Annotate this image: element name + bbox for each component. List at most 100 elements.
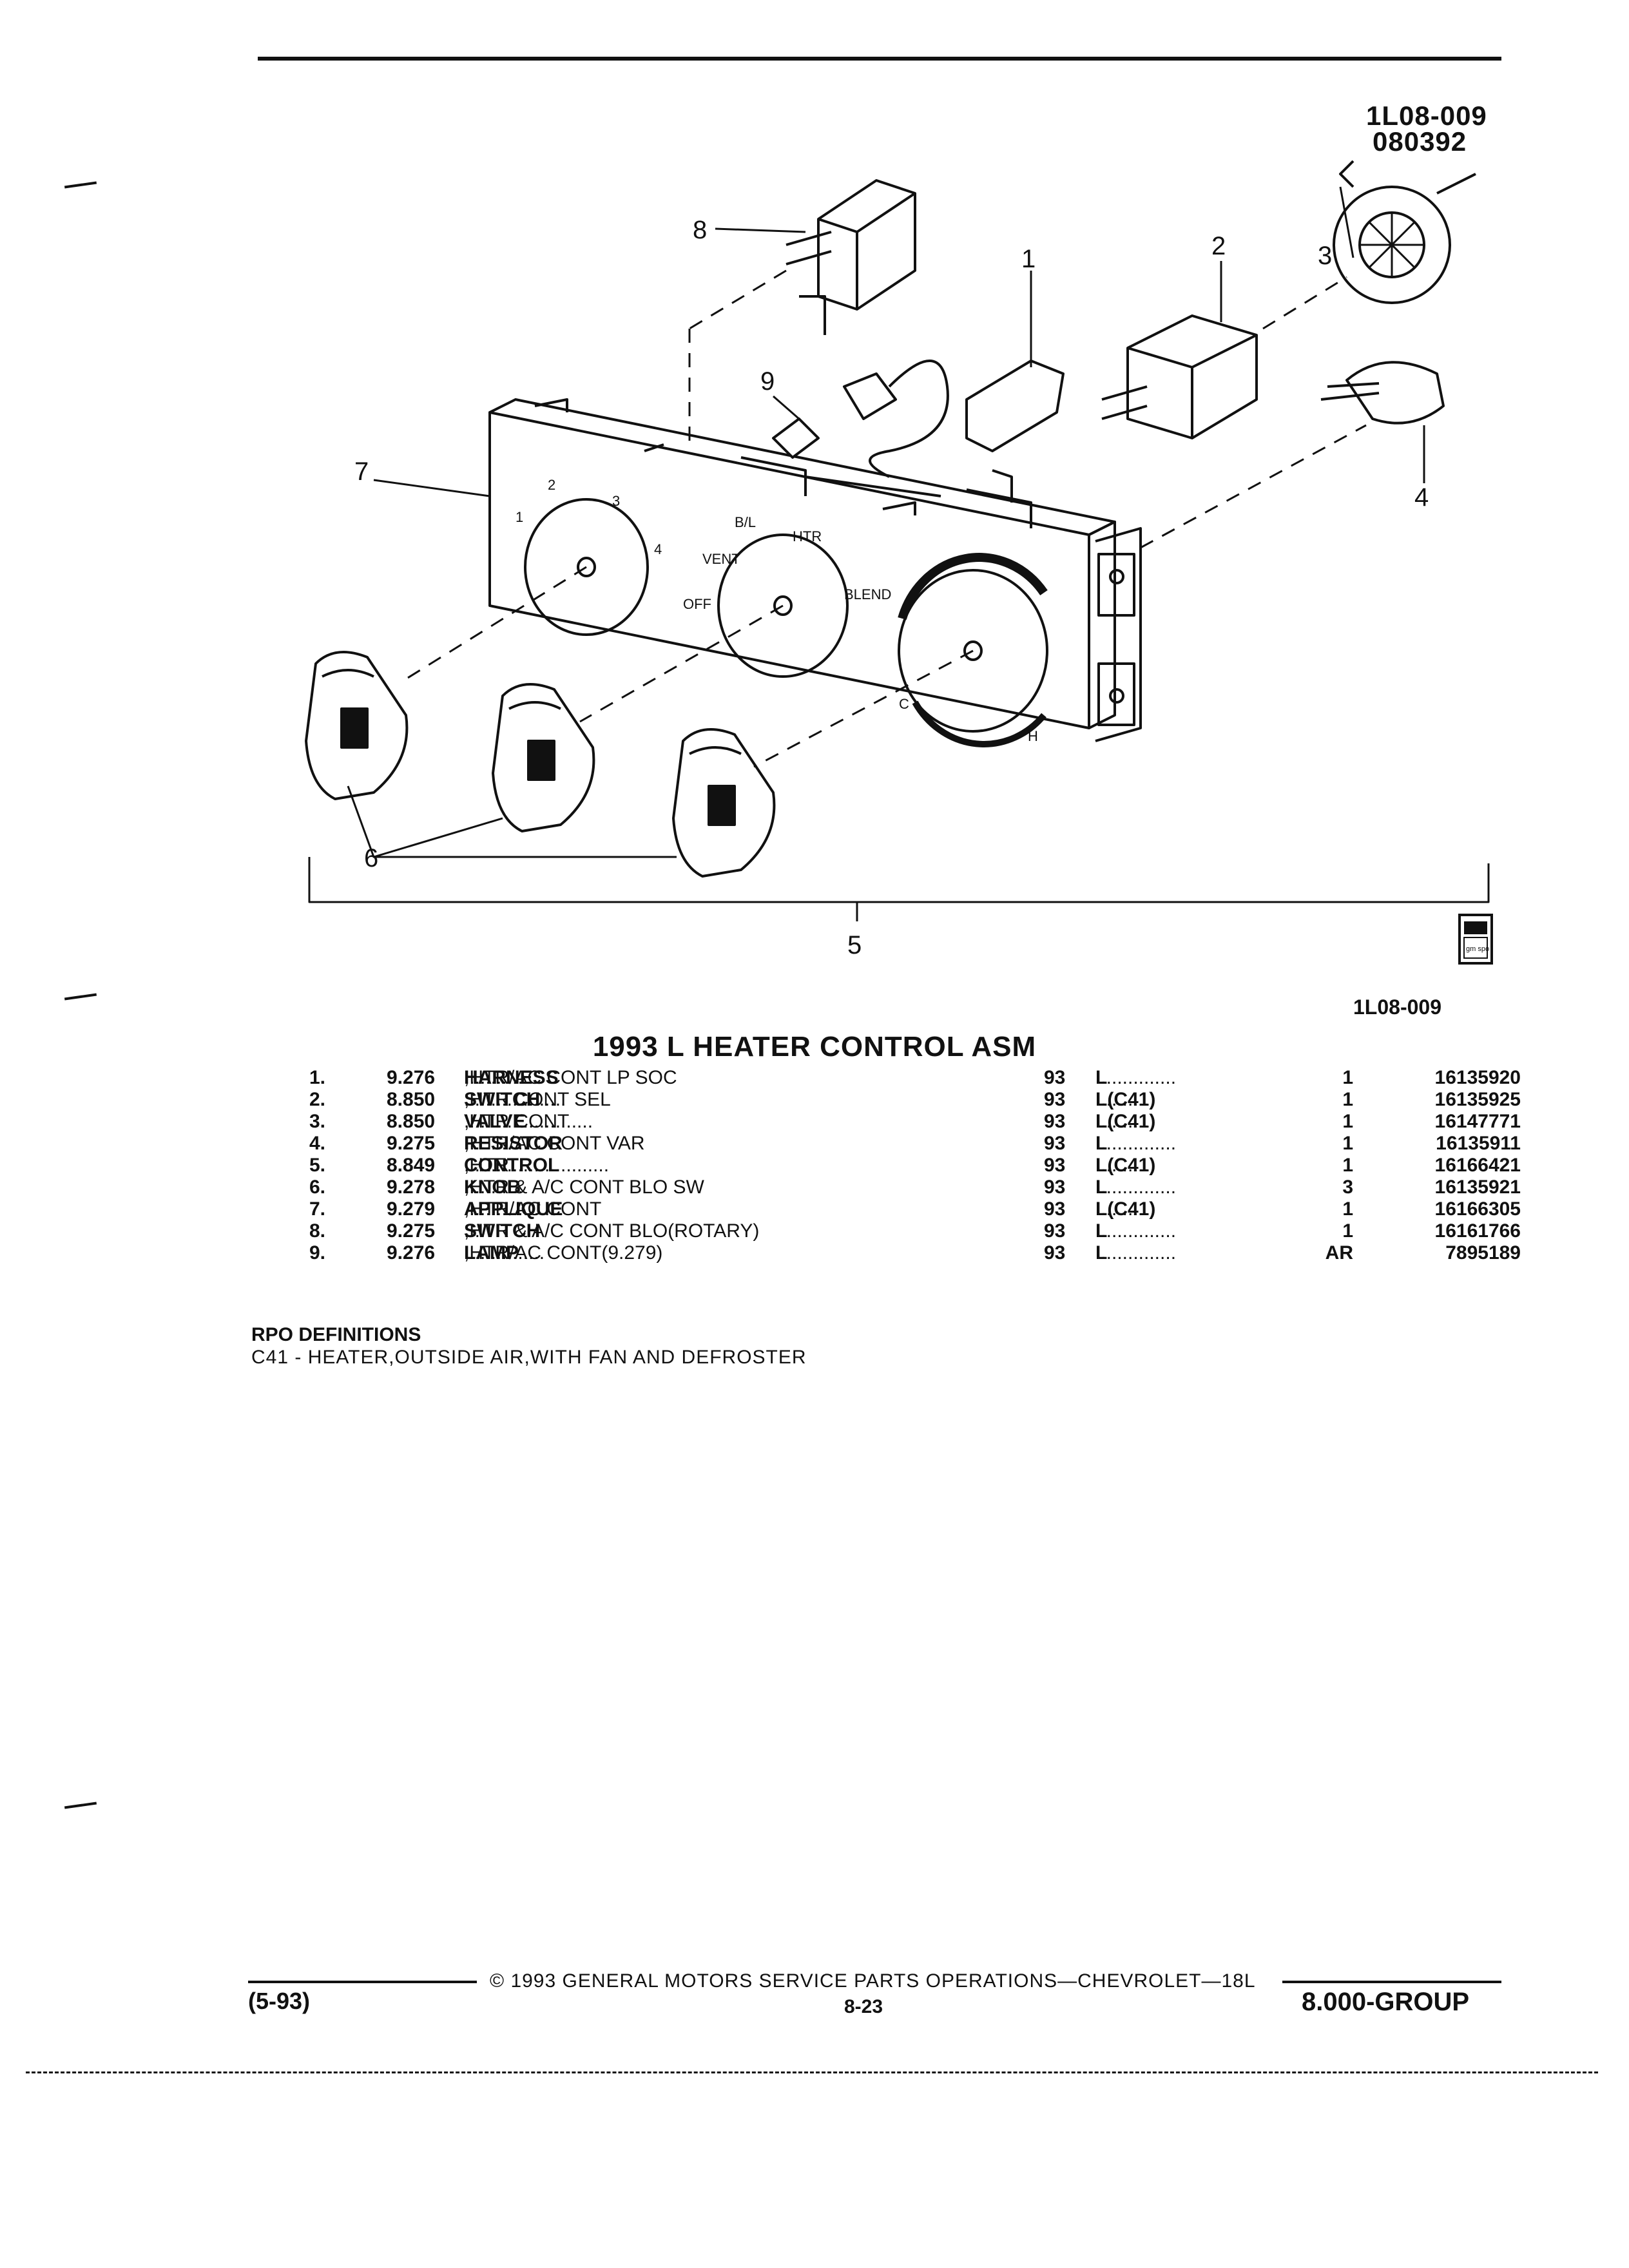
part-number-index: 8. (309, 1220, 326, 1242)
fan-label-4: 4 (654, 541, 662, 557)
parts-row: 5. 8.849 CONTROL ,HTR ..................… (309, 1155, 1521, 1176)
header-rule (258, 57, 1501, 61)
gm-spo-logo: gm spo (1458, 914, 1493, 965)
footer-rule-left (248, 1981, 477, 1983)
part-qty: 1 (1342, 1111, 1353, 1132)
callout-4: 4 (1414, 483, 1429, 512)
part-qty: 1 (1342, 1089, 1353, 1110)
part-ref: 9.276 (387, 1067, 436, 1088)
parts-row: 6. 9.278 KNOB ,HTR & A/C CONT BLO SW ...… (309, 1177, 1521, 1198)
part-qty: 1 (1342, 1067, 1353, 1088)
parts-row: 1. 9.276 HARNESS ,HTR/AC CONT LP SOC ...… (309, 1067, 1521, 1088)
footer-page-number: 8-23 (844, 1996, 883, 2017)
part-year: 93 (1044, 1111, 1066, 1132)
callout-9: 9 (760, 367, 775, 396)
parts-row: 9. 9.276 LAMP ,HTR/AC CONT(9.279) ......… (309, 1242, 1521, 1264)
knob-3 (672, 728, 776, 878)
resistor-part (1320, 361, 1445, 425)
part-year: 93 (1044, 1133, 1066, 1154)
part-ref: 8.849 (387, 1155, 436, 1176)
part-year: 93 (1044, 1220, 1066, 1242)
lamp-part (772, 418, 820, 459)
selector-switch-part (1101, 314, 1258, 439)
part-ref: 8.850 (387, 1089, 436, 1110)
mode-label-blend: BLEND (844, 586, 891, 602)
part-pn: 16135925 (1434, 1089, 1521, 1110)
part-ref: 9.275 (387, 1133, 436, 1154)
vacuum-valve-part (1333, 160, 1476, 304)
part-number-index: 6. (309, 1177, 326, 1198)
mode-dial (717, 533, 849, 678)
footer-date: (5-93) (248, 1988, 311, 2014)
part-number-index: 1. (309, 1067, 326, 1088)
knob-2 (492, 683, 595, 832)
parts-row: 2. 8.850 SWITCH ,HTR CONT SEL ..........… (309, 1089, 1521, 1110)
temperature-dial (898, 569, 1048, 733)
footer-group: 8.000-GROUP (1302, 1988, 1470, 2016)
part-number-index: 2. (309, 1089, 326, 1110)
part-pn: 16135911 (1436, 1133, 1521, 1154)
part-qty: 1 (1342, 1155, 1353, 1176)
knob-1 (305, 651, 409, 800)
part-pn: 16147771 (1434, 1111, 1521, 1132)
part-ref: 9.276 (387, 1242, 436, 1264)
figure-id-bottom: 1L08-009 (1353, 995, 1441, 1019)
part-year: 93 (1044, 1177, 1066, 1198)
page-title: 1993 L HEATER CONTROL ASM (592, 1031, 1037, 1062)
part-ref: 9.279 (387, 1198, 436, 1220)
temp-label-h: H (1028, 728, 1038, 744)
part-year: 93 (1044, 1089, 1066, 1110)
mode-label-bl: B/L (735, 514, 756, 530)
callout-6: 6 (364, 844, 378, 872)
footer-copyright: © 1993 GENERAL MOTORS SERVICE PARTS OPER… (490, 1970, 1256, 1992)
exploded-diagram: 1 2 3 4 VENT B/L HTR BLEND OFF C H 8 1 2… (305, 160, 1493, 965)
bottom-edge-rule (26, 2071, 1598, 2073)
part-ref: 9.278 (387, 1177, 436, 1198)
part-pn: 16135920 (1434, 1067, 1521, 1088)
parts-row: 7. 9.279 APPLIQUE ,HTR/AC CONT .........… (309, 1198, 1521, 1220)
callout-7: 7 (354, 457, 369, 486)
callout-5: 5 (847, 931, 862, 959)
harness-part (843, 360, 1065, 478)
part-ref: 9.275 (387, 1220, 436, 1242)
fan-label-3: 3 (612, 493, 620, 509)
part-number-index: 4. (309, 1133, 326, 1154)
part-year: 93 (1044, 1198, 1066, 1220)
part-number-index: 7. (309, 1198, 326, 1220)
fan-speed-dial (524, 498, 649, 636)
figure-date-code: 080392 (1373, 126, 1467, 157)
part-qty: 1 (1342, 1133, 1353, 1154)
part-qty: 3 (1342, 1177, 1353, 1198)
mode-label-off: OFF (683, 596, 711, 612)
mode-label-htr: HTR (793, 528, 822, 544)
rpo-heading: RPO DEFINITIONS (251, 1324, 421, 1345)
rpo-definition: C41 - HEATER,OUTSIDE AIR,WITH FAN AND DE… (251, 1347, 807, 1368)
callout-1: 1 (1021, 245, 1036, 273)
part-pn: 16166421 (1434, 1155, 1521, 1176)
scan-mark (64, 1802, 97, 1809)
callout-2: 2 (1211, 232, 1226, 260)
part-year: 93 (1044, 1067, 1066, 1088)
fan-label-2: 2 (548, 477, 555, 493)
part-number-index: 3. (309, 1111, 326, 1132)
fan-label-1: 1 (516, 509, 523, 525)
parts-row: 3. 8.850 VALVE ,HTR CONT ...............… (309, 1111, 1521, 1132)
mode-label-vent: VENT (702, 551, 740, 567)
footer-rule-right (1282, 1981, 1501, 1983)
parts-row: 8. 9.275 SWITCH ,HTR & A/C CONT BLO(ROTA… (309, 1220, 1521, 1242)
parts-row: 4. 9.275 RESISTOR ,HTR/AC CONT VAR .....… (309, 1133, 1521, 1154)
part-number-index: 9. (309, 1242, 326, 1264)
part-number-index: 5. (309, 1155, 326, 1176)
figure-id: 1L08-009 (1366, 101, 1487, 131)
blower-switch-part (786, 179, 916, 335)
part-pn: 7895189 (1445, 1242, 1521, 1264)
part-qty: 1 (1342, 1220, 1353, 1242)
callout-8: 8 (693, 216, 707, 244)
control-panel-faceplate (488, 398, 1142, 742)
part-year: 93 (1044, 1155, 1066, 1176)
parts-list: 1. 9.276 HARNESS ,HTR/AC CONT LP SOC ...… (309, 1067, 1521, 1264)
part-year: 93 (1044, 1242, 1066, 1264)
part-ref: 8.850 (387, 1111, 436, 1132)
part-qty: 1 (1342, 1198, 1353, 1220)
part-qty: AR (1325, 1242, 1353, 1264)
